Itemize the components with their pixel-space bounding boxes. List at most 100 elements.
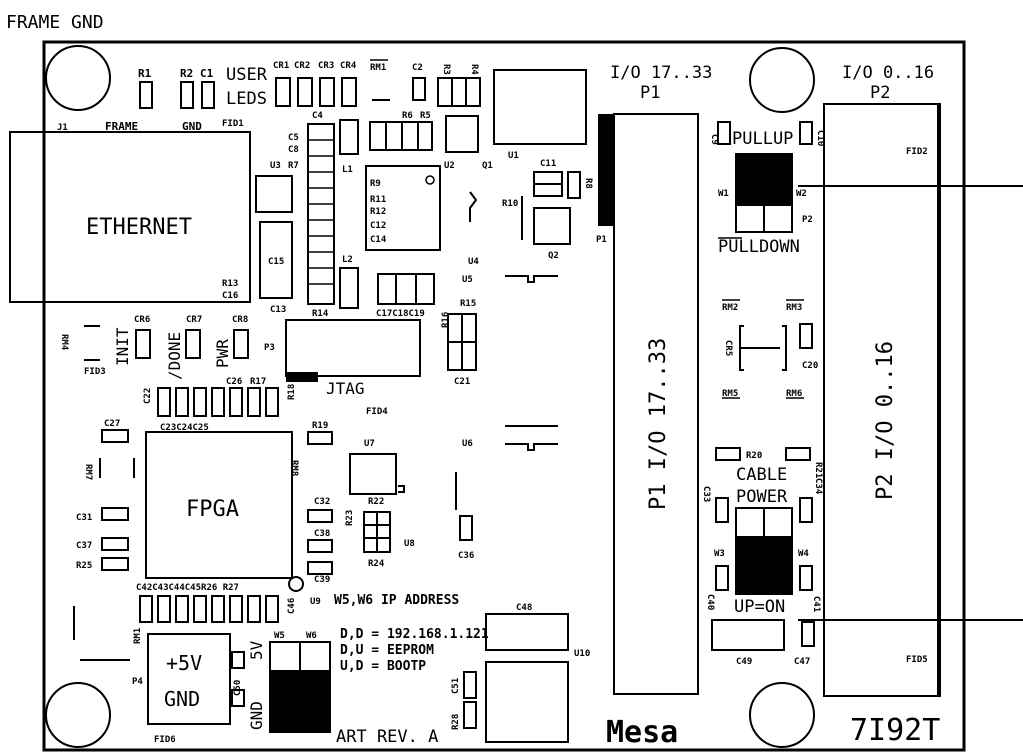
r10-label: R10 [502,199,518,209]
cap-row2-part-g [247,595,261,623]
fid4-label: FID4 [366,407,388,417]
u2-label: U2 [444,161,455,171]
p2-header: I/O 0..16 [842,63,934,83]
rm5-label: RM5 [722,389,738,399]
rm8-label: RM8 [289,460,299,476]
rm2-label: RM2 [722,303,738,313]
r3-r4-array [437,77,481,107]
w5-label: W5 [274,631,285,641]
r17-label: R17 [250,377,266,387]
power-connector-p4 [147,633,231,725]
c20-part [799,323,813,349]
art-rev-label: ART REV. A [336,727,438,747]
r20b-part [785,447,811,461]
ic-pin1-dot [425,175,435,185]
pulldown-label: PULLDOWN [718,237,800,257]
l1-part [339,119,359,155]
c51-part [463,671,477,699]
gnd-vertical-label: GND [247,701,266,730]
pull-jumper-shunt [736,154,792,206]
r28-label: R28 [451,714,461,730]
c26-label: C26 [226,377,242,387]
c41a-part [799,565,813,591]
cap-row2-part-b [157,595,171,623]
mount-hole-bottom-right [749,682,815,748]
c31-part [101,507,129,521]
ip-line1: D,D = 192.168.1.121 [340,627,489,642]
c11-label: C11 [540,159,556,169]
c21-label: C21 [454,377,470,387]
q2-label: Q2 [548,251,559,261]
c4-label: C4 [312,111,323,121]
board-outline [42,40,966,752]
c10-part [799,121,813,145]
rm6-label: RM6 [786,389,802,399]
q2-part [533,207,571,245]
c47-label: C47 [794,657,810,667]
cap-row-part-g [265,387,279,417]
fid1-label: FID1 [222,119,244,129]
u4-glyph [469,191,478,222]
p2-jumper-label: P2 [802,215,813,225]
u10-part [485,661,569,743]
r6-label: R6 [402,111,413,121]
p1-pin-label: P1 [596,235,607,245]
ip-jumper-shunt [270,670,330,732]
rm3-label: RM3 [786,303,802,313]
gnd-power-label: GND [164,687,200,711]
frame-gnd-label: FRAME GND [6,12,104,33]
mesa-logo: Mesa [606,715,678,750]
r7-label: R7 [288,161,299,171]
w4-label: W4 [798,549,809,559]
fpga-label: FPGA [186,497,239,522]
c37-part [101,537,129,551]
ip-line2: D,U = EEPROM [340,643,434,658]
ethernet-jack [9,131,251,303]
c41-label: C41 [811,596,821,612]
c37-label: C37 [76,541,92,551]
r8-label: R8 [583,178,593,189]
r15-label: R15 [460,299,476,309]
c49-part [711,619,785,651]
u10-label: U10 [574,649,590,659]
cable-label: CABLE [736,465,787,485]
c39-part [307,561,333,575]
cap-row2-part-e [211,595,225,623]
v5-label: 5V [247,640,266,660]
c50-label: C50 [233,680,243,696]
cr4-part [341,77,357,107]
plus5v-label: +5V [166,651,202,675]
done-label: /DONE [165,332,184,380]
c48-part [485,613,569,651]
p1-vertical-label: P1 I/O 17..33 [646,338,671,510]
r8-part [567,171,581,199]
user-leds: CR1 CR2 CR3 CR4 [273,61,357,107]
u1-part [493,69,587,145]
c32-label: C32 [314,497,330,507]
c31-label: C31 [76,513,92,523]
cr8-label: CR8 [232,315,248,325]
u7-label: U7 [364,439,375,449]
c14-label: C14 [370,235,387,245]
c36-part [459,515,473,541]
cr6-label: CR6 [134,315,150,325]
cap-row2-part-c [175,595,189,623]
cr8-part [233,329,249,359]
cr1-part [275,77,291,107]
q1-label: Q1 [482,161,493,171]
u2-part [445,115,479,153]
cap-row-part-c [193,387,207,417]
cr3-label: CR3 [318,61,334,71]
c20-label: C20 [802,361,818,371]
l2-label: L2 [342,255,353,265]
r2-part [180,81,194,109]
power-label: POWER [736,487,788,507]
jtag-header [285,319,421,377]
u6-glyph [505,425,558,451]
fpga-chip [145,431,293,579]
u1-label: U1 [508,151,519,161]
cap-row-c42-r27 [139,595,279,623]
c34-label: C34 [813,478,823,495]
mount-hole-bottom-left [45,682,111,748]
